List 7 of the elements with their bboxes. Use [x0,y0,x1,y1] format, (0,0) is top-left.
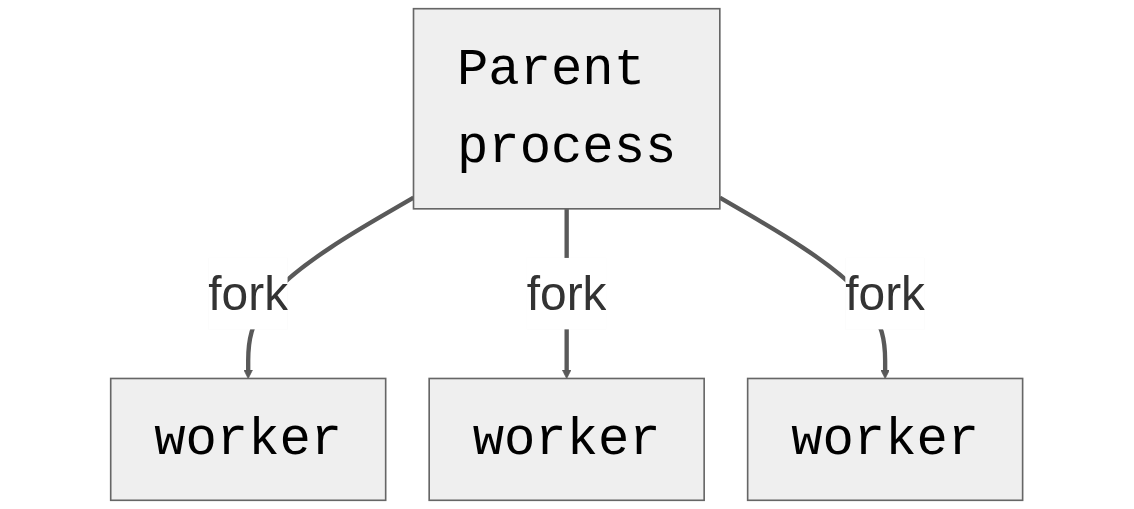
node-box: worker [747,377,1024,502]
edge-label: fork [208,266,289,320]
node-box: worker [428,377,706,502]
edge-label: fork [845,266,926,320]
node-box: worker [110,377,387,502]
node-box: Parent process [413,7,721,210]
edge-label: fork [527,266,607,320]
